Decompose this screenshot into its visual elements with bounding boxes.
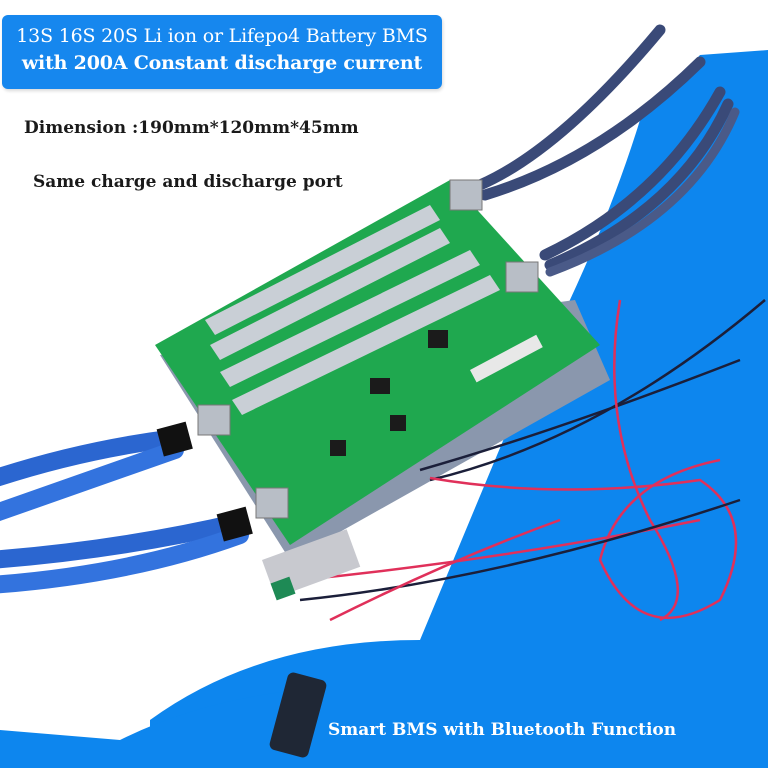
- usb-dongle-icon: [269, 672, 327, 758]
- left-cables-icon: [0, 421, 253, 594]
- shunt-resistors-icon: [205, 205, 500, 415]
- port-spec: Same charge and discharge port: [33, 172, 343, 192]
- balance-connector-icon: [469, 334, 543, 383]
- title-line-1: 13S 16S 20S Li ion or Lifepo4 Battery BM…: [16, 25, 428, 47]
- pcb-board-icon: [155, 180, 600, 545]
- terminal-bolts-icon: [197, 179, 539, 519]
- footer-caption: Smart BMS with Bluetooth Function: [328, 720, 677, 740]
- balance-wires-icon: [299, 299, 766, 622]
- title-line-2: with 200A Constant discharge current: [21, 52, 423, 74]
- title-banner: 13S 16S 20S Li ion or Lifepo4 Battery BM…: [2, 15, 442, 89]
- dimension-spec: Dimension :190mm*120mm*45mm: [24, 118, 359, 138]
- blue-bottom-band: [0, 690, 768, 768]
- right-cables-icon: [474, 24, 740, 277]
- ic-chips-icon: [330, 330, 448, 456]
